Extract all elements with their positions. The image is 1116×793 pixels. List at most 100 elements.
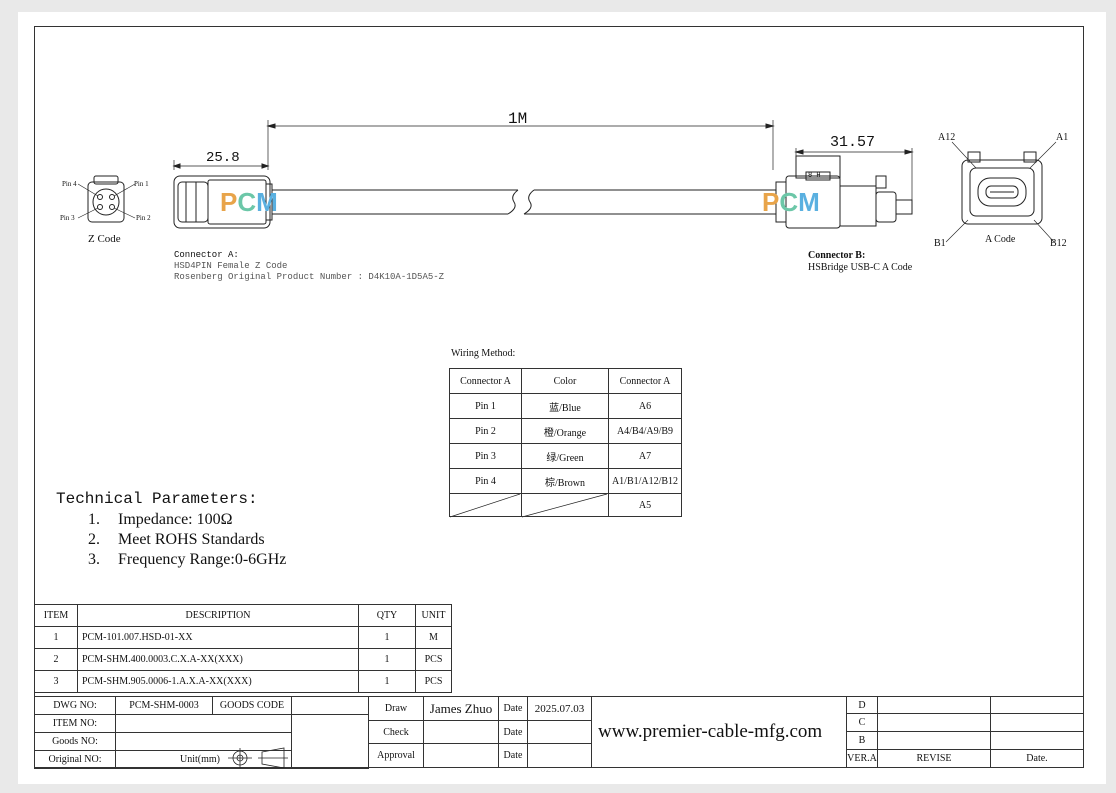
wiring-cell: A6 [608, 393, 682, 419]
goods-no-value [115, 732, 292, 751]
check-label: Check [368, 720, 424, 744]
wiring-cell: Pin 2 [449, 418, 522, 444]
wiring-header: Connector A [608, 368, 682, 394]
rev-cell [877, 696, 991, 714]
bom-table: ITEM DESCRIPTION QTY UNIT 1 PCM-101.007.… [34, 604, 452, 693]
bom-cell: PCS [415, 670, 452, 693]
connector-a-line2: Rosenberg Original Product Number : D4K1… [174, 272, 445, 282]
bom-row: 2 PCM-SHM.400.0003.C.X.A-XX(XXX) 1 PCS [34, 648, 452, 671]
connector-b-notes: Connector B: HSBridge USB-C A Code [808, 250, 912, 274]
bom-header: DESCRIPTION [77, 604, 359, 627]
z-code-label: Z Code [88, 233, 121, 245]
wiring-cell: 橙/Orange [521, 418, 609, 444]
bom-cell: 1 [358, 648, 416, 671]
wiring-row: A5 [449, 493, 682, 517]
bom-cell: PCM-SHM.400.0003.C.X.A-XX(XXX) [77, 648, 359, 671]
bom-cell: 3 [34, 670, 78, 693]
rev-cell [990, 713, 1084, 732]
dim-length-text: 1M [508, 110, 528, 128]
revise-label: REVISE [877, 749, 991, 768]
pin-3-label: Pin 3 [60, 214, 75, 222]
pin-2-label: Pin 2 [136, 214, 151, 222]
drawing-frame [34, 26, 1084, 768]
connector-b-line1: HSBridge USB-C A Code [808, 262, 913, 273]
a-code-label: A Code [985, 234, 1016, 245]
approval-date-label: Date [498, 743, 528, 768]
usb-a12-label: A12 [938, 132, 956, 143]
wiring-cell: Pin 3 [449, 443, 522, 469]
dwg-no-label: DWG NO: [34, 696, 116, 715]
dim-b-text: 31.57 [830, 134, 876, 151]
original-no-label: Original NO: [34, 750, 116, 769]
bom-cell: 1 [34, 626, 78, 649]
check-date [527, 720, 592, 744]
wiring-header: Connector A [449, 368, 522, 394]
technical-item: Frequency Range:0-6GHz [104, 550, 286, 570]
cable [272, 189, 776, 215]
technical-item: Impedance: 100Ω [104, 510, 286, 530]
bom-cell: PCM-101.007.HSD-01-XX [77, 626, 359, 649]
wiring-row: Pin 4 棕/Brown A1/B1/A12/B12 [449, 468, 682, 494]
connector-a-title: Connector A: [174, 250, 239, 260]
connector-a-line1: HSD4PIN Female Z Code [174, 261, 288, 271]
pin-1-label: Pin 1 [134, 180, 149, 188]
bom-row: 1 PCM-101.007.HSD-01-XX 1 M [34, 626, 452, 649]
wiring-row: Pin 2 橙/Orange A4/B4/A9/B9 [449, 418, 682, 444]
rev-cell [877, 731, 991, 750]
wiring-title: Wiring Method: [451, 348, 516, 359]
wiring-cell: Pin 1 [449, 393, 522, 419]
pcm-m: M [256, 187, 278, 217]
goods-no-label: Goods NO: [34, 732, 116, 751]
website-text: www.premier-cable-mfg.com [598, 721, 823, 742]
connector-a-body [173, 175, 273, 229]
z-code-face [77, 175, 136, 223]
dwg-no-value: PCM-SHM-0003 [115, 696, 213, 715]
technical-heading: Technical Parameters: [56, 490, 258, 508]
wiring-row: Pin 1 蓝/Blue A6 [449, 393, 682, 419]
usb-b12-label: B12 [1050, 238, 1067, 249]
date-col-label: Date. [990, 749, 1084, 768]
wiring-header: Color [521, 368, 609, 394]
approval-label: Approval [368, 743, 424, 768]
rev-row-label: C [846, 713, 878, 732]
bom-header: ITEM [34, 604, 78, 627]
approval-date [527, 743, 592, 768]
usb-a1-label: A1 [1056, 132, 1069, 143]
connector-a-notes: Connector A: HSD4PIN Female Z Code Rosen… [174, 250, 444, 283]
pcm-watermark: PCM [220, 187, 278, 218]
bom-cell: PCM-SHM.905.0006-1.A.X.A-XX(XXX) [77, 670, 359, 693]
bom-header: QTY [358, 604, 416, 627]
blank-cell [291, 714, 369, 769]
technical-parameters: Technical Parameters: Impedance: 100Ω Me… [56, 490, 286, 570]
goods-code-value [291, 696, 369, 715]
bom-row: 3 PCM-SHM.905.0006-1.A.X.A-XX(XXX) 1 PCS [34, 670, 452, 693]
bom-cell: 1 [358, 670, 416, 693]
ver-label: VER.A [846, 749, 878, 768]
pin-4-label: Pin 4 [62, 180, 77, 188]
rev-cell [990, 696, 1084, 714]
wiring-cell [449, 493, 522, 517]
wiring-cell: A7 [608, 443, 682, 469]
check-name [423, 720, 499, 744]
draw-date-label: Date [498, 696, 528, 721]
wiring-cell: 棕/Brown [521, 468, 609, 494]
wiring-cell: A1/B1/A12/B12 [608, 468, 682, 494]
pcm-p: P [220, 187, 238, 217]
website-cell: www.premier-cable-mfg.com [591, 696, 847, 768]
wiring-cell: A4/B4/A9/B9 [608, 418, 682, 444]
connector-b-mark: 8 H [808, 172, 821, 180]
wiring-cell: Pin 4 [449, 468, 522, 494]
revision-table: D C B VER.A REVISE Date. [846, 696, 1084, 768]
usb-b1-label: B1 [934, 238, 946, 249]
wiring-table: Connector A Color Connector A Pin 1 蓝/Bl… [449, 368, 682, 517]
draw-date: 2025.07.03 [527, 696, 592, 721]
wiring-cell: 蓝/Blue [521, 393, 609, 419]
wiring-cell: A5 [608, 493, 682, 517]
technical-item: Meet ROHS Standards [104, 530, 286, 550]
item-no-label: ITEM NO: [34, 714, 116, 733]
bom-cell: 2 [34, 648, 78, 671]
connector-b-title: Connector B: [808, 250, 866, 261]
wiring-row: Pin 3 绿/Green A7 [449, 443, 682, 469]
pcm-c: C [237, 187, 257, 217]
